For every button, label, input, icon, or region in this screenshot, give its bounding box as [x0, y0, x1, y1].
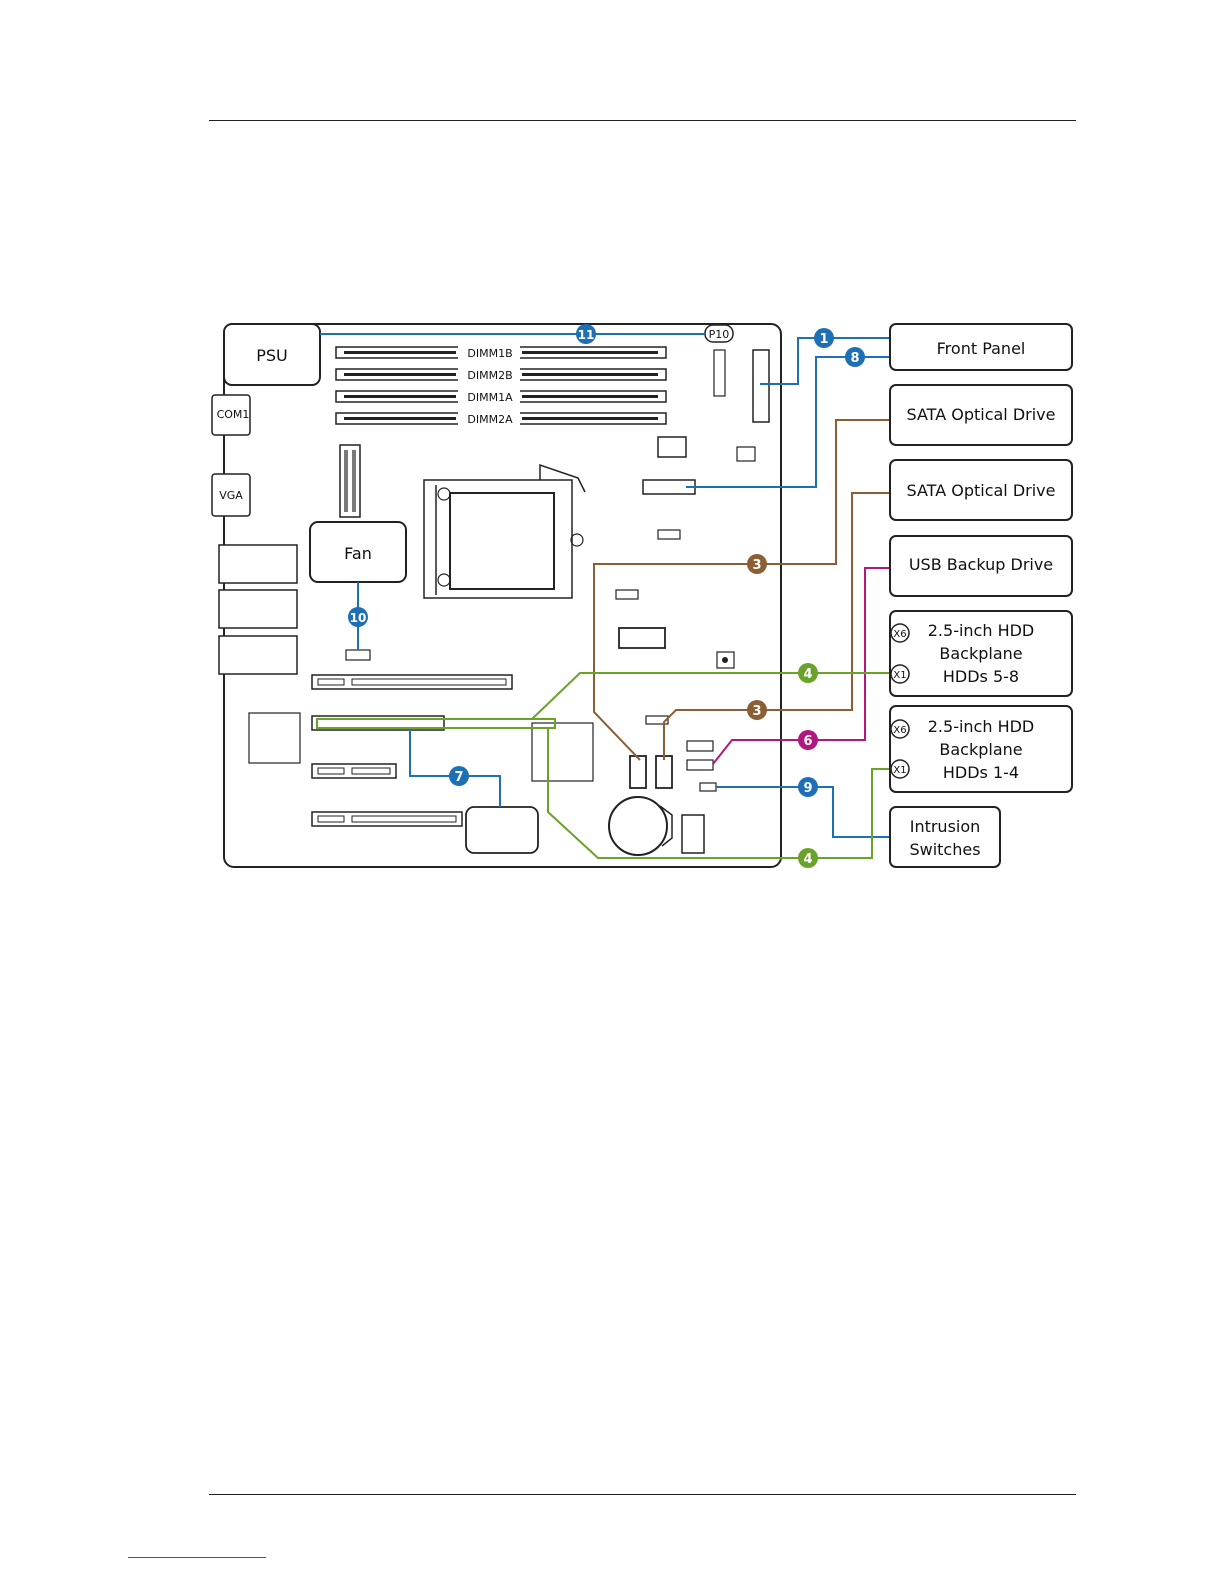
- internal-usb-port: [619, 628, 665, 648]
- callout-number: 10: [350, 611, 367, 625]
- x6-label: X6: [893, 725, 906, 736]
- x6-label: X6: [893, 629, 906, 640]
- sata-optical-drive-target: SATA Optical Drive: [890, 385, 1072, 445]
- front-panel-header: [753, 350, 769, 422]
- chip: [249, 713, 300, 763]
- sata-port: [630, 756, 646, 788]
- dimm-label: DIMM1B: [467, 347, 512, 360]
- pcie-slot: [312, 764, 396, 778]
- backplane-line: 2.5-inch HDD: [928, 621, 1035, 640]
- pcie-slot: [312, 675, 512, 689]
- rear-usb-stack: [219, 545, 297, 583]
- cmos-battery: [609, 797, 667, 855]
- fan-header: [346, 650, 370, 660]
- pch-chip: [532, 723, 593, 781]
- atx-power-connector: [340, 445, 360, 517]
- callout-number: 3: [752, 704, 761, 719]
- backplane-line: 2.5-inch HDD: [928, 717, 1035, 736]
- sata-optical-drive-label: SATA Optical Drive: [907, 405, 1056, 424]
- cable-3b: [664, 493, 890, 760]
- cpu-power-connector: [658, 437, 686, 457]
- fan-header: [616, 590, 638, 599]
- sata-optical-drive-target: SATA Optical Drive: [890, 460, 1072, 520]
- cable-4b: [548, 728, 890, 858]
- hdd-backplane-1-4-target: 2.5-inch HDD Backplane HDDs 1-4 X6 X1: [890, 706, 1072, 792]
- callout-4a: 4: [798, 663, 818, 683]
- jumper-header: [737, 447, 755, 461]
- backplane-line: HDDs 5-8: [943, 667, 1019, 686]
- intrusion-line: Intrusion: [910, 817, 981, 836]
- intrusion-switches-target: Intrusion Switches: [890, 807, 1000, 867]
- dimm-label: DIMM2A: [467, 413, 513, 426]
- raid-card-box: [466, 807, 538, 853]
- callout-4b: 4: [798, 848, 818, 868]
- rear-lan-stack: [219, 636, 297, 674]
- intrusion-line: Switches: [909, 840, 980, 859]
- callout-3a: 3: [747, 554, 767, 574]
- intrusion-header: [700, 783, 716, 791]
- cpu-socket: [424, 465, 585, 598]
- hdd-backplane-5-8-target: 2.5-inch HDD Backplane HDDs 5-8 X6 X1: [890, 611, 1072, 696]
- backplane-line: Backplane: [939, 644, 1022, 663]
- serial-header: [682, 815, 704, 853]
- front-panel-label: Front Panel: [937, 339, 1026, 358]
- callout-number: 4: [803, 852, 812, 867]
- callout-10: 10: [348, 607, 368, 627]
- callout-8: 8: [845, 347, 865, 367]
- backplane-line: Backplane: [939, 740, 1022, 759]
- fan-label: Fan: [344, 544, 372, 563]
- psu-label: PSU: [256, 346, 288, 365]
- p10-header: [714, 350, 725, 396]
- footer-link-underline: [128, 1557, 266, 1558]
- callout-number: 1: [819, 332, 828, 347]
- rear-usb-stack: [219, 590, 297, 628]
- footer-rule: [209, 1494, 1076, 1495]
- dimm-label: DIMM1A: [467, 391, 513, 404]
- usb-backup-drive-label: USB Backup Drive: [909, 555, 1053, 574]
- front-panel-target: Front Panel: [890, 324, 1072, 370]
- p10-label: P10: [709, 328, 730, 341]
- callout-9: 9: [798, 777, 818, 797]
- callout-number: 11: [578, 328, 595, 342]
- callout-1: 1: [814, 328, 834, 348]
- backplane-line: HDDs 1-4: [943, 763, 1019, 782]
- x1-label: X1: [893, 765, 906, 776]
- callout-11: 11: [576, 324, 596, 344]
- callout-6: 6: [798, 730, 818, 750]
- callout-7: 7: [449, 766, 469, 786]
- callout-3b: 3: [747, 700, 767, 720]
- fan-header: [658, 530, 680, 539]
- sata-port: [656, 756, 672, 788]
- callout-number: 9: [803, 781, 812, 796]
- callout-number: 8: [850, 351, 859, 366]
- dimm-label: DIMM2B: [467, 369, 512, 382]
- callout-number: 6: [803, 734, 812, 749]
- callout-number: 3: [752, 558, 761, 573]
- sata-optical-drive-label: SATA Optical Drive: [907, 481, 1056, 500]
- usb-backup-header: [687, 760, 713, 770]
- vga-label: VGA: [219, 489, 243, 502]
- callout-number: 7: [454, 770, 463, 785]
- callout-number: 4: [803, 667, 812, 682]
- dimm-slots: DIMM1B DIMM2B DIMM1A DIMM2A: [336, 346, 666, 426]
- com1-label: COM1: [217, 408, 250, 421]
- usb-power-header: [687, 741, 713, 751]
- cable-4a: [532, 673, 890, 719]
- x1-label: X1: [893, 670, 906, 681]
- pcie-slot: [312, 812, 462, 826]
- usb-backup-drive-target: USB Backup Drive: [890, 536, 1072, 596]
- motherboard-outline: [224, 324, 781, 867]
